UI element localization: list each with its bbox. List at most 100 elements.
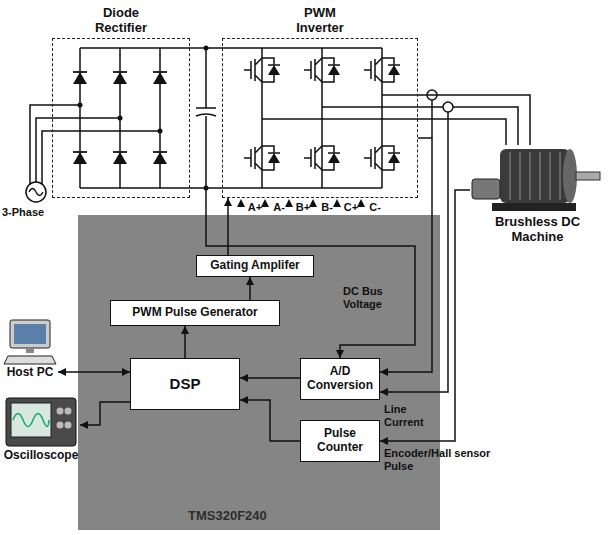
igbt-symbol <box>364 58 400 82</box>
junction-dot <box>78 103 83 108</box>
signal-name: A- <box>270 201 288 214</box>
capacitor-symbol <box>196 48 216 188</box>
motor-figure <box>500 149 570 203</box>
computer-icon <box>4 356 56 364</box>
process-box: PWM Pulse Generator <box>110 300 280 326</box>
signal-name: DC Bus Voltage <box>343 285 409 310</box>
computer-icon <box>10 320 50 348</box>
connector <box>80 402 130 425</box>
oscilloscope-icon <box>57 408 64 415</box>
junction-dot <box>158 129 163 134</box>
process-box: Gating Amplifer <box>196 255 314 277</box>
computer-icon <box>26 348 34 353</box>
diode-symbol <box>153 152 167 164</box>
gate-arrow <box>285 199 293 207</box>
motor-figure <box>492 203 576 211</box>
power-wiring <box>262 95 518 145</box>
signal-wire <box>380 112 448 392</box>
oscilloscope-icon: Oscilloscope <box>2 395 80 477</box>
computer-icon: Host PC <box>2 318 58 390</box>
gate-arrow <box>261 199 269 207</box>
signal-label: Encoder/Hall sensor Pulse <box>384 447 496 472</box>
gate-arrow <box>237 199 245 207</box>
motor-figure <box>563 149 577 203</box>
oscilloscope-icon <box>65 422 72 429</box>
signal-name: B- <box>318 201 336 214</box>
connector <box>380 138 432 372</box>
motor-figure <box>472 179 500 199</box>
node-label: A/D Conversion <box>307 365 373 393</box>
connector <box>240 377 300 379</box>
process-box: Pulse Counter <box>300 420 380 462</box>
signal-wire <box>206 112 448 392</box>
motor-figure <box>576 172 600 180</box>
block-heading: Diode Rectifier <box>85 6 157 36</box>
diode-symbol <box>153 72 167 84</box>
diode-symbol <box>73 72 167 164</box>
power-wiring <box>80 48 382 188</box>
connector <box>418 95 530 145</box>
power-wiring <box>431 100 433 138</box>
node-label: DSP <box>170 375 201 392</box>
connector <box>249 277 251 300</box>
igbt-symbol <box>244 58 400 170</box>
connector <box>227 198 229 255</box>
igbt-symbol <box>364 146 400 170</box>
connector <box>190 47 222 49</box>
oscilloscope-icon <box>13 414 49 427</box>
diode-symbol <box>113 152 127 164</box>
rectifier-box: Diode Rectifier <box>52 38 190 198</box>
connector-group <box>58 48 530 441</box>
igbt-symbol <box>244 58 280 82</box>
node-label: PWM Pulse Generator <box>132 306 257 320</box>
junction-dot <box>118 116 123 121</box>
motor-figure <box>510 152 560 200</box>
node-label: Brushless DC Machine <box>470 215 605 245</box>
oscilloscope-icon <box>2 395 80 449</box>
oscilloscope-icon <box>6 398 76 446</box>
current-sensor <box>427 90 453 112</box>
motor-figure: Brushless DC Machine <box>470 145 605 250</box>
node-label: Oscilloscope <box>4 449 79 463</box>
power-wiring <box>30 48 518 188</box>
block-heading: PWM Inverter <box>284 6 356 36</box>
connector <box>184 326 186 358</box>
signal-label: Line Current <box>384 403 430 428</box>
node-label: Pulse Counter <box>307 427 373 455</box>
ac-source-symbol <box>26 182 46 202</box>
dsp-board: TMS320F240 Gating AmpliferPWM Pulse Gener… <box>78 215 440 530</box>
block-heading: TMS320F240 <box>188 509 267 524</box>
signal-name: A+ <box>246 201 264 214</box>
motor-figure <box>470 145 605 215</box>
capacitor-symbol <box>196 48 216 188</box>
ac-source-symbol <box>26 182 46 202</box>
connector <box>240 400 300 441</box>
connector <box>380 190 470 441</box>
current-sensor <box>443 102 453 112</box>
process-box: DSP <box>130 358 240 410</box>
gate-arrow <box>357 199 365 207</box>
signal-name: C+ <box>342 201 360 214</box>
node-label: Gating Amplifer <box>210 259 300 273</box>
signal-name: B+ <box>294 201 312 214</box>
diode-symbol <box>73 72 87 84</box>
ac-source-symbol <box>29 189 43 196</box>
diode-symbol <box>73 152 87 164</box>
computer-icon <box>2 318 58 366</box>
gate-arrow <box>309 199 317 207</box>
diode-symbol <box>113 72 127 84</box>
igbt-symbol <box>304 58 340 82</box>
connector <box>58 371 130 373</box>
computer-icon <box>14 324 46 344</box>
process-box: A/D Conversion <box>300 358 380 400</box>
oscilloscope-icon <box>65 408 72 415</box>
oscilloscope-icon <box>11 403 51 437</box>
gate-arrow <box>333 199 341 207</box>
node-label: Host PC <box>7 366 54 380</box>
junction-dot <box>78 46 209 191</box>
inverter-box: PWM Inverter <box>222 38 418 198</box>
signal-name: C- <box>366 201 384 214</box>
igbt-symbol <box>304 146 340 170</box>
oscilloscope-icon <box>57 422 64 429</box>
